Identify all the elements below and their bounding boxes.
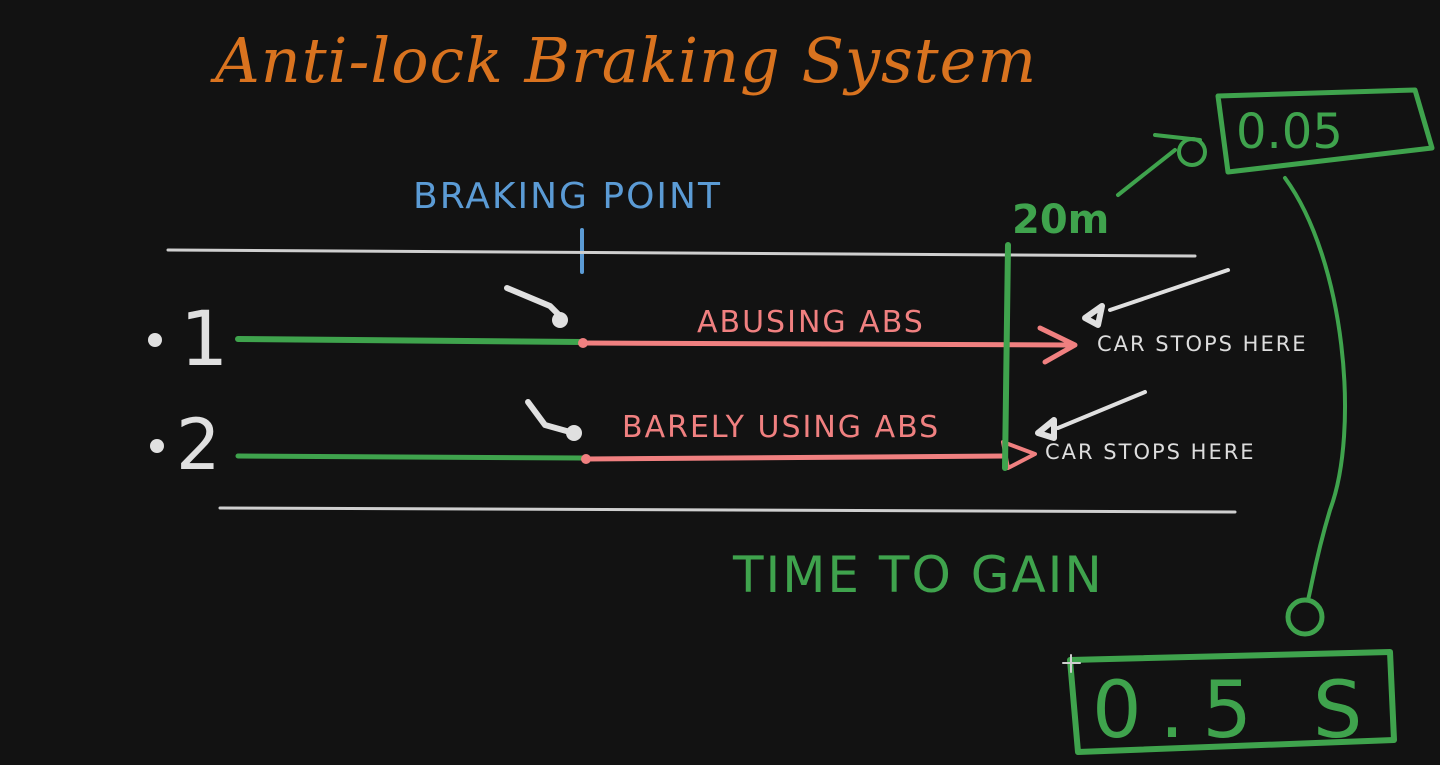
stop-distance-marker (1002, 242, 1011, 471)
row-2-pointer-tip (566, 425, 582, 441)
row-2-note-arrow (1056, 390, 1147, 430)
row-2-bullet (150, 439, 164, 453)
time-large-box (1067, 649, 1397, 755)
road-top-boundary (166, 248, 1197, 258)
row-1-arrowhead (1037, 325, 1078, 365)
row-1-pointer-tip (552, 312, 568, 328)
row-1-label: ABUSING ABS (697, 305, 925, 340)
distance-arrow-tick (1153, 133, 1202, 142)
time-to-gain-label: TIME TO GAIN (732, 546, 1104, 604)
time-connector-knob (1285, 597, 1325, 637)
row-2-abs-line (583, 453, 1008, 462)
crosshair-cursor-icon (1062, 654, 1081, 673)
row-2-stop-note: CAR STOPS HERE (1045, 440, 1256, 464)
row-1-green-line (235, 336, 585, 345)
row-2-note-arrowhead (1035, 417, 1057, 441)
diagram-title: Anti-lock Braking System (210, 24, 1037, 97)
time-small-value: 0.05 (1236, 104, 1343, 160)
distance-to-time-arrow (1116, 148, 1177, 197)
row-1-number: 1 (180, 294, 228, 383)
time-connector-line (1283, 176, 1347, 602)
row-2-green-line (235, 453, 585, 461)
row-1-pointer-icon (504, 285, 565, 321)
row-2-number: 2 (176, 404, 221, 486)
row-1-note-arrowhead (1082, 303, 1105, 328)
braking-point-label: BRAKING POINT (413, 176, 722, 217)
time-large-value: 0.5 S (1092, 666, 1380, 756)
time-small-box (1215, 87, 1435, 175)
distance-label: 20m (1012, 197, 1109, 243)
row-2-label: BARELY USING ABS (622, 410, 940, 445)
row-1-note-arrow (1108, 268, 1230, 312)
distance-to-time-arrowhead (1177, 137, 1207, 167)
row-1-abs-line (580, 340, 1073, 348)
road-bottom-boundary (218, 506, 1237, 514)
row-1-bullet (148, 333, 162, 347)
row-2-pointer-icon (525, 399, 573, 435)
row-1-stop-note: CAR STOPS HERE (1097, 332, 1308, 356)
